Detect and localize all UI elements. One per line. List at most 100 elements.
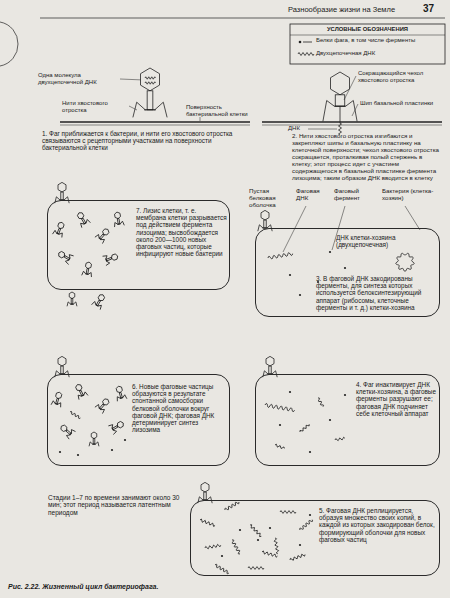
phage-enzyme	[299, 544, 301, 546]
phage-dna-copy	[274, 538, 280, 554]
stage-description: 7. Лизис клетки, т. е. мембрана клетки р…	[136, 207, 228, 257]
phage-part	[75, 383, 83, 391]
phage-part	[96, 300, 100, 306]
phage-part	[73, 302, 77, 306]
phage-part	[80, 222, 85, 228]
bacteriophage	[82, 261, 94, 277]
phage-enzyme	[59, 451, 61, 453]
phage-part	[97, 304, 102, 310]
phage-part	[56, 233, 59, 234]
phage-enzyme	[77, 454, 79, 456]
phage-part	[91, 432, 97, 439]
phage-dna	[268, 252, 293, 259]
phage-part	[106, 257, 112, 260]
phage-enzyme	[309, 451, 311, 453]
bacteriophage	[53, 221, 67, 238]
phage-part	[88, 272, 92, 277]
phage-enzyme	[279, 424, 281, 426]
phage-part	[84, 222, 87, 224]
phage-dna-copy	[224, 501, 239, 511]
phage-part	[111, 253, 119, 260]
phage-enzyme	[329, 419, 331, 421]
legend-box	[290, 24, 445, 64]
phage-part	[95, 404, 101, 410]
phage-part	[57, 228, 60, 234]
phage-dna-copy	[205, 544, 221, 550]
phage-part	[67, 302, 71, 306]
phage-part	[79, 390, 83, 396]
phage-part	[60, 424, 69, 432]
phage-part	[266, 356, 274, 366]
phage-part	[89, 442, 93, 446]
phage-part	[114, 212, 121, 219]
margin-globe	[0, 22, 18, 66]
bacteriophage	[114, 385, 127, 401]
phage-part	[57, 221, 64, 229]
bacteriophage	[51, 391, 64, 407]
part-label: Бактерия (клетка-хозяин)	[382, 188, 442, 202]
phage-enzyme	[299, 294, 301, 296]
phage-part	[70, 433, 72, 436]
bacteriophage	[89, 432, 99, 446]
phage-part	[119, 392, 122, 398]
bacteriophage	[133, 68, 167, 117]
phage-dna-copy	[262, 551, 278, 558]
phage-part	[70, 304, 73, 305]
phage-part	[99, 404, 104, 409]
part-label: ДНК	[288, 125, 308, 132]
stage-description: 3. В фаговой ДНК закодированы ферменты, …	[316, 275, 438, 311]
part-label: Фаговая ДНК	[296, 188, 332, 202]
bacteriophage	[112, 211, 124, 227]
bacteriophage	[92, 292, 108, 309]
part-label: ДНК клетки-хозяина (двухцепочечная)	[336, 234, 436, 248]
phage-part	[69, 292, 75, 299]
phage-part	[258, 225, 263, 231]
phage-enzyme	[344, 394, 346, 396]
phage-part	[55, 403, 58, 405]
cell-surface	[60, 121, 250, 123]
phage-part	[102, 228, 110, 237]
phage-part	[64, 256, 70, 260]
phage-part	[155, 102, 167, 117]
phage-part	[85, 273, 88, 275]
phage-part	[61, 366, 63, 374]
phage-part	[65, 259, 71, 264]
phage-part	[323, 101, 334, 122]
phage-part	[95, 234, 101, 240]
legend-sample	[299, 41, 302, 44]
phage-enzyme	[329, 251, 331, 253]
phage-part	[264, 220, 266, 228]
phage-dna-copy	[299, 519, 313, 531]
phage-part	[86, 268, 89, 274]
cell-outline: 4. Фаг инактивирует ДНК клетки-хозяина, …	[255, 374, 440, 466]
legend-title: УСЛОВНЫЕ ОБОЗНАЧЕНИЯ	[292, 26, 443, 32]
phage-part	[120, 397, 123, 399]
phage-part	[95, 442, 99, 446]
bacteriophage	[108, 419, 125, 435]
phage-part	[58, 356, 66, 366]
cell-outline: 5. Фаговая ДНК реплицируется, образуя мн…	[190, 500, 440, 576]
host-dna-fragment	[335, 437, 345, 441]
phage-part	[141, 68, 160, 91]
phage-part	[99, 408, 102, 410]
legend-sample	[303, 42, 312, 43]
phage-part	[70, 429, 76, 435]
cell-outline: ДНК клетки-хозяина (двухцепочечная) 3. В …	[255, 228, 440, 317]
bacteriophage	[95, 226, 112, 243]
legend-rule	[290, 35, 445, 36]
part-label: Поверхность бактериальной клетки	[186, 104, 250, 117]
phage-enzyme	[309, 514, 311, 516]
phage-part	[99, 238, 102, 240]
phage-enzyme	[269, 527, 271, 529]
bacteriophage	[95, 396, 112, 413]
phage-part	[66, 434, 72, 440]
phage-part	[112, 426, 118, 430]
phage-dna	[145, 82, 156, 84]
phage-dna-copy	[231, 539, 241, 554]
host-dna-fragment	[317, 397, 324, 407]
phage-part	[82, 218, 86, 224]
phage-part	[68, 258, 70, 261]
bacteriophage	[103, 251, 120, 265]
phage-part	[340, 106, 341, 123]
phage-part	[133, 102, 145, 117]
